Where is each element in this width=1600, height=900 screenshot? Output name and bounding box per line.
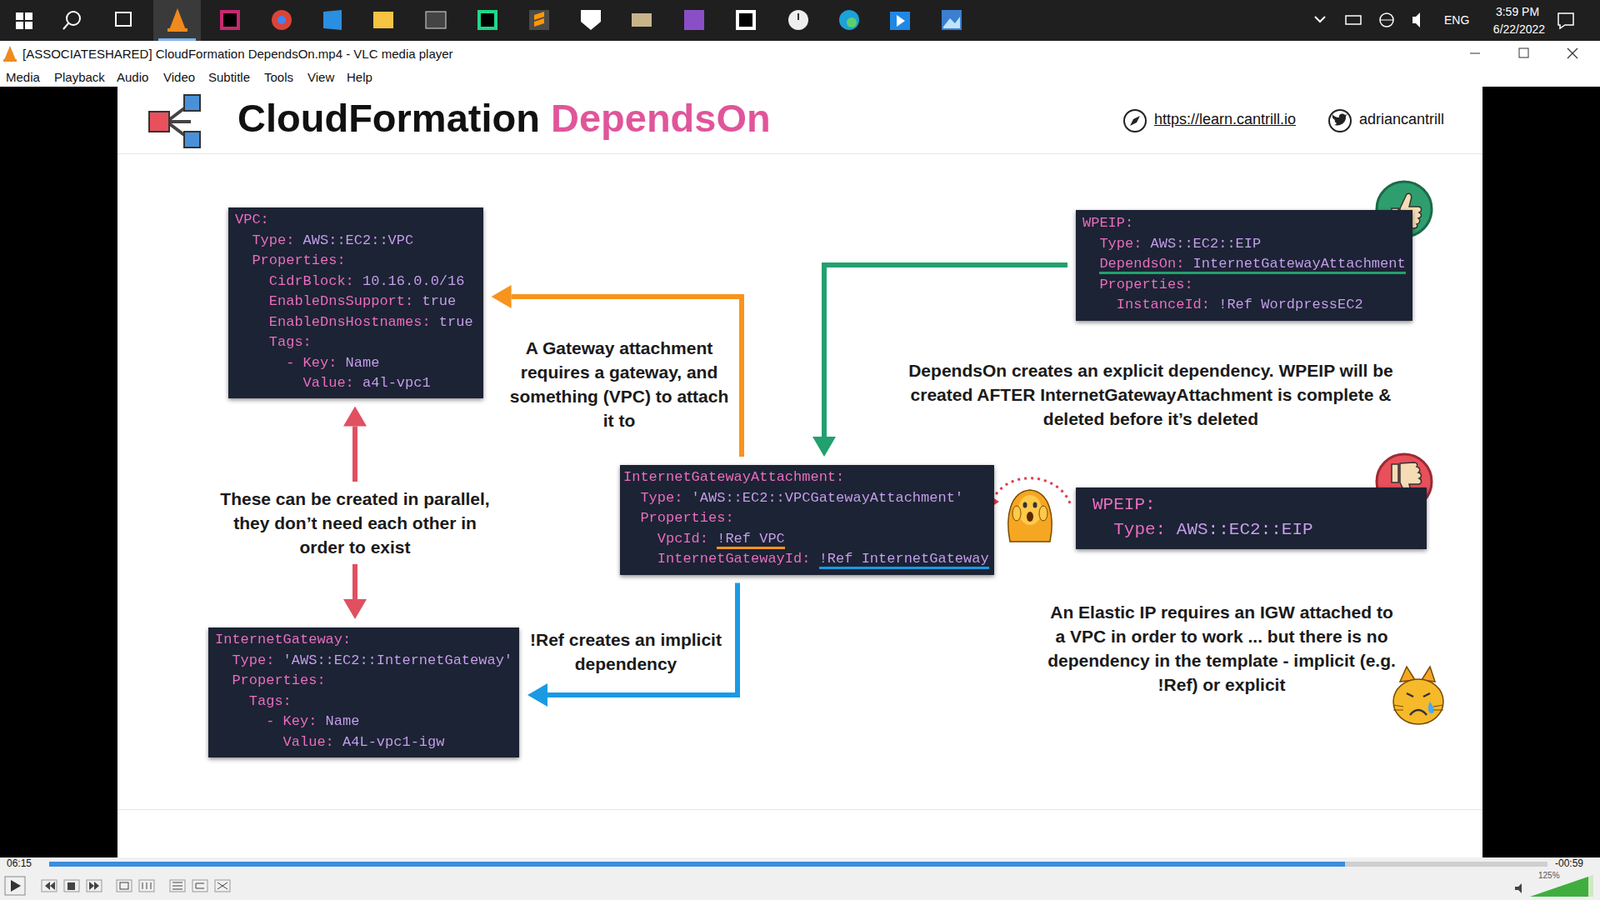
link-text: https://learn.cantrill.io [1154,110,1296,129]
link-icons [1124,110,1351,132]
label: adriancantrill [1359,110,1445,129]
label: Subtitle [208,70,250,85]
code-line: VpcId: !Ref VPC [657,529,990,550]
code-line: Properties: [231,670,513,692]
label: Playback [54,70,105,85]
code-line: EnableDnsHostnames: true [269,312,474,334]
code-line: EnableDnsSupport: true [269,291,474,313]
label: ENG [1444,13,1470,27]
code-line: InstanceId: !Ref WordpressEC2 [1116,295,1406,316]
label: 6/22/2022 [1476,22,1562,36]
slide-header-rule [117,153,1483,155]
code-line: WPEIP: [1092,492,1410,518]
code-line: DependsOn: InternetGatewayAttachment [1099,254,1405,275]
connector-arrow [824,265,1068,437]
code-line: Value: A4L-vpc1-igw [283,732,513,754]
code-box: WPEIP:Type: AWS::EC2::EIP [1075,487,1427,550]
code-line: CidrBlock: 10.16.0.0/16 [269,271,474,293]
edge-label: !Ref creates an implicit dependency [525,627,726,676]
code-box: WPEIP:Type: AWS::EC2::EIPDependsOn: Inte… [1075,210,1413,321]
edge-label: DependsOn creates an explicit dependency… [908,358,1394,431]
code-line: Value: a4l-vpc1 [303,373,474,395]
code-line: Properties: [1099,275,1405,296]
code-box: VPC:Type: AWS::EC2::VPCProperties:CidrBl… [228,207,484,399]
code-line: Type: AWS::EC2::EIP [1099,234,1405,255]
code-line: Properties: [640,508,989,530]
label: Help [346,70,373,85]
label: Media [5,70,40,85]
code-box: InternetGatewayAttachment:Type: 'AWS::EC… [620,465,995,575]
code-line: Type: AWS::EC2::EIP [1113,517,1410,543]
label: View [307,70,335,85]
label: Video [163,70,195,85]
edge-label: A Gateway attachment requires a gateway,… [506,335,732,433]
code-line: Properties: [251,250,473,272]
window-chrome [3,45,1578,62]
label: 3:59 PM [1480,5,1555,19]
code-line: Tags: [249,691,513,713]
code-box: InternetGateway:Type: 'AWS::EC2::Interne… [208,627,520,758]
code-line: InternetGatewayAttachment: [623,467,990,489]
code-line: InternetGatewayId: !Ref InternetGateway [657,549,990,570]
code-line: Type: 'AWS::EC2::InternetGateway' [231,650,513,672]
note-text: An Elastic IP requires an IGW attached t… [1046,600,1397,697]
scream-emoji [1008,490,1052,542]
slide-title: CloudFormation DependsOn [237,95,771,142]
dotted-arrow [986,478,1070,510]
crying-cat-emoji [1393,666,1444,725]
code-line: VPC: [235,210,474,231]
label: 06:15 [6,857,32,870]
code-line: InternetGateway: [215,630,513,651]
label: Tools [264,70,294,85]
label: [ASSOCIATESHARED] CloudFormation Depends… [22,46,454,61]
code-line: Type: AWS::EC2::VPC [251,230,473,252]
edge-label: These can be created in parallel, they d… [213,481,497,565]
label: 125% [1538,870,1560,880]
player-controls [5,861,1594,897]
code-line: - Key: Name [285,353,473,375]
code-line: Type: 'AWS::EC2::VPCGatewayAttachment' [640,488,989,510]
code-line: Tags: [269,332,474,354]
slide-logo [149,95,200,148]
label: -00:59 [1555,857,1584,870]
label: Audio [116,70,149,85]
slide-footer-rule [117,809,1483,810]
taskbar-icons [15,0,1574,41]
code-line: WPEIP: [1082,213,1406,235]
code-line: - Key: Name [265,711,513,733]
